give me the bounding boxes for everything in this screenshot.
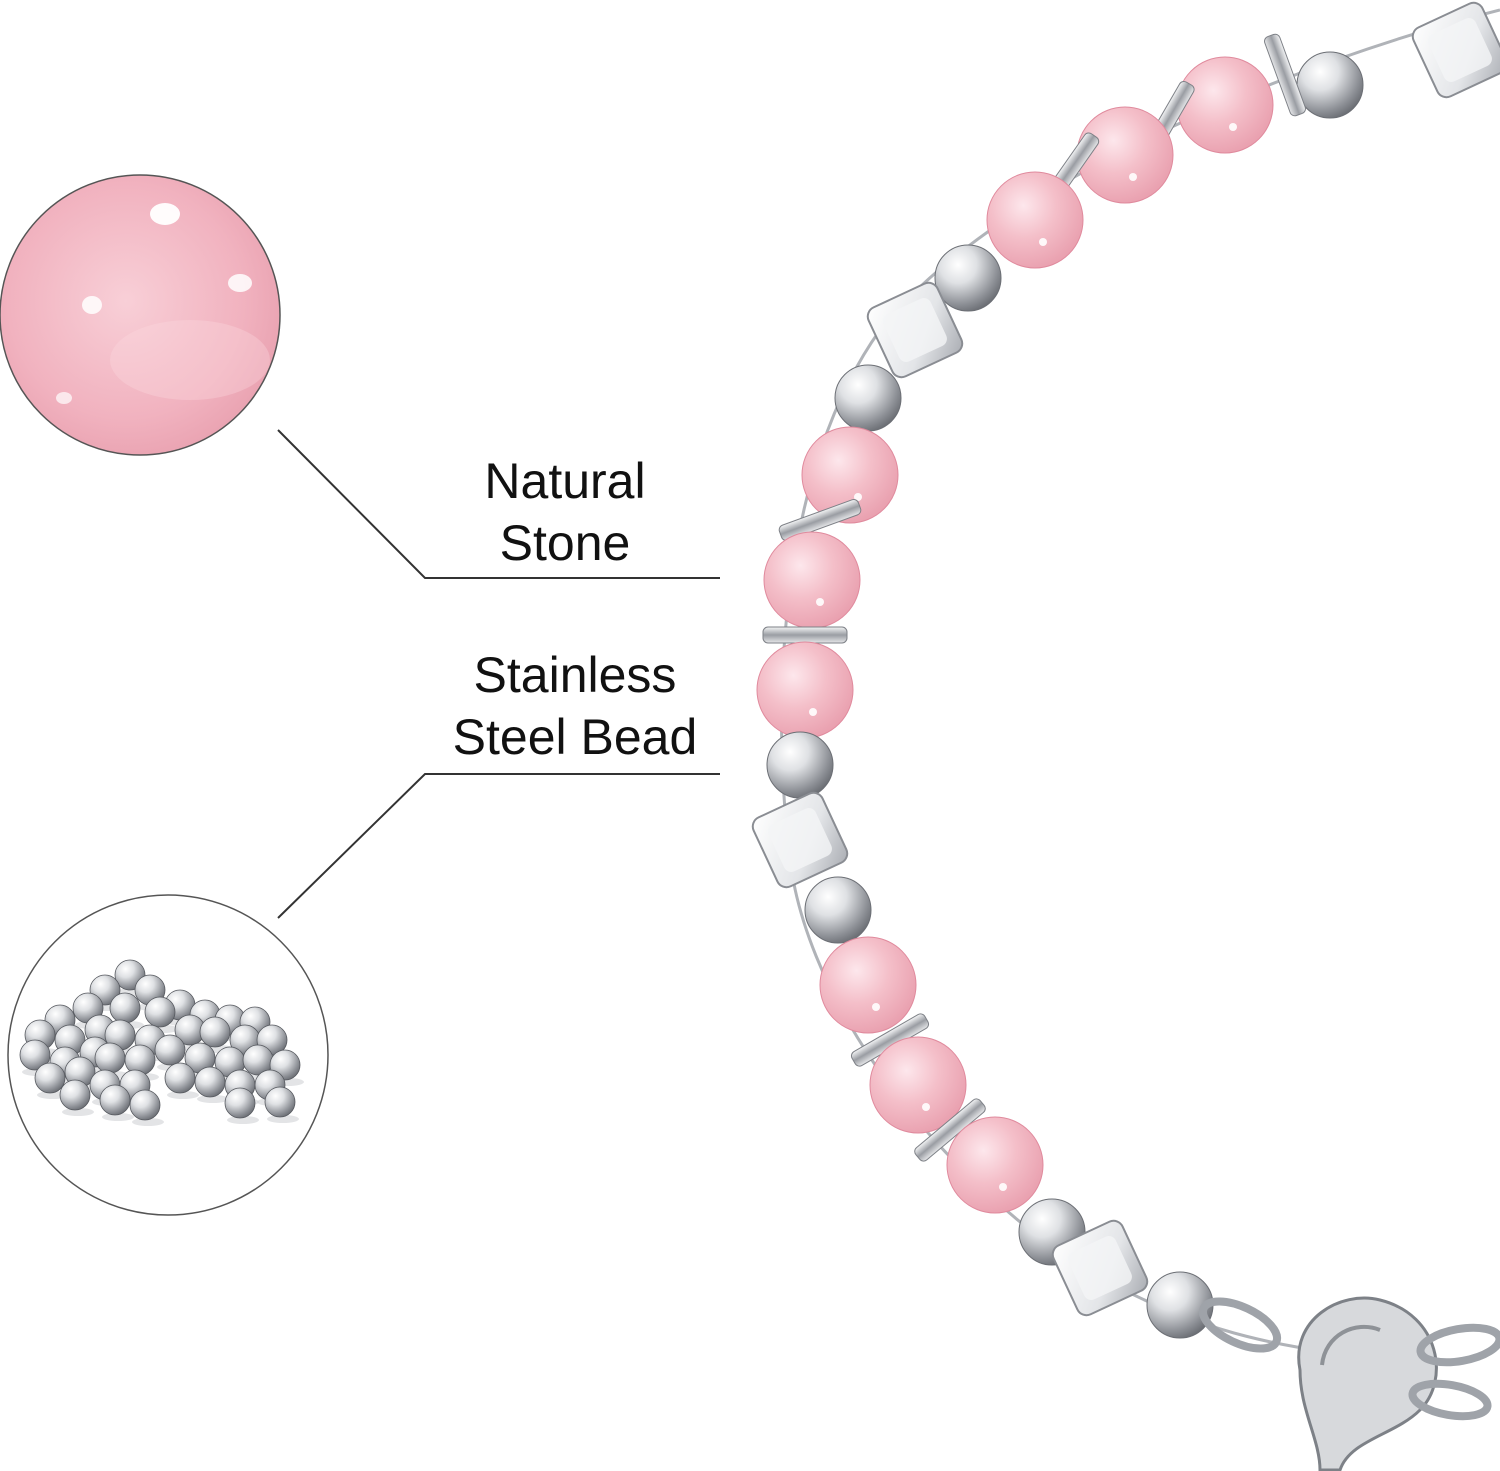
- natural-stone-bead: [986, 171, 1084, 269]
- natural-stone-label: Natural Stone: [430, 450, 700, 574]
- steel-bead-icon: [109, 992, 141, 1024]
- bracelet: [751, 1, 1500, 1471]
- steel-bead-icon: [264, 1086, 296, 1118]
- steel-spacer: [762, 626, 848, 644]
- natural-stone-bead: [869, 1036, 967, 1134]
- bead-hole: [816, 598, 824, 606]
- steel-bead: [934, 244, 1002, 312]
- natural-stone-bead: [801, 426, 899, 524]
- natural-stone-leader-line: [277, 429, 720, 579]
- steel-bead-shadow: [102, 1113, 134, 1121]
- bead-hole: [854, 493, 862, 501]
- steel-bead-icon: [154, 1034, 186, 1066]
- steel-bead-label-line1: Stainless: [473, 647, 677, 703]
- steel-bead-label: Stainless Steel Bead: [410, 644, 740, 768]
- steel-bead-icon: [144, 996, 176, 1028]
- steel-bead: [766, 731, 834, 799]
- steel-bead-icon: [224, 1087, 256, 1119]
- natural-stone-closeup: [0, 174, 281, 456]
- bracelet-cord: [780, 8, 1500, 1362]
- natural-stone-label-line1: Natural: [484, 453, 646, 509]
- steel-beads-closeup: [7, 894, 329, 1216]
- natural-stone-bead: [946, 1116, 1044, 1214]
- steel-spacer: [1264, 33, 1306, 117]
- bead-hole: [922, 1103, 930, 1111]
- steel-cube-bead: [751, 791, 849, 889]
- natural-stone-bead: [1176, 56, 1274, 154]
- steel-bead-icon: [19, 1039, 51, 1071]
- steel-bead-shadow: [197, 1095, 229, 1103]
- steel-bead-icon: [194, 1066, 226, 1098]
- steel-bead-icon: [129, 1089, 161, 1121]
- steel-bead-shadow: [132, 1118, 164, 1126]
- steel-bead-label-line2: Steel Bead: [452, 709, 698, 765]
- steel-bead: [1296, 51, 1364, 119]
- steel-bead: [834, 364, 902, 432]
- steel-cube-bead: [1411, 1, 1500, 99]
- steel-bead-leader-line: [277, 773, 720, 919]
- steel-bead-shadow: [267, 1115, 299, 1123]
- steel-bead-icon: [199, 1016, 231, 1048]
- natural-stone-label-line2: Stone: [499, 515, 631, 571]
- bead-hole: [1129, 173, 1137, 181]
- bead-hole: [1039, 238, 1047, 246]
- bead-hole: [809, 708, 817, 716]
- steel-bead-icon: [94, 1042, 126, 1074]
- steel-bead-icon: [99, 1084, 131, 1116]
- bead-hole: [1229, 123, 1237, 131]
- steel-spacer: [778, 499, 862, 541]
- natural-stone-bead: [763, 531, 861, 629]
- natural-stone-bead: [756, 641, 854, 739]
- steel-bead-icon: [59, 1079, 91, 1111]
- steel-bead-shadow: [227, 1116, 259, 1124]
- bead-hole: [999, 1183, 1007, 1191]
- steel-bead-shadow: [167, 1091, 199, 1099]
- natural-stone-bead: [819, 936, 917, 1034]
- natural-stone-bead: [1076, 106, 1174, 204]
- steel-spacer: [914, 1098, 986, 1162]
- bead-hole: [872, 1003, 880, 1011]
- steel-cube-bead: [866, 281, 964, 379]
- steel-bead-icon: [34, 1062, 66, 1094]
- steel-bead-shadow: [62, 1108, 94, 1116]
- steel-bead: [804, 876, 872, 944]
- steel-bead-icon: [164, 1062, 196, 1094]
- steel-cube-bead: [1051, 1219, 1149, 1317]
- lobster-clasp-icon: [1198, 1296, 1500, 1471]
